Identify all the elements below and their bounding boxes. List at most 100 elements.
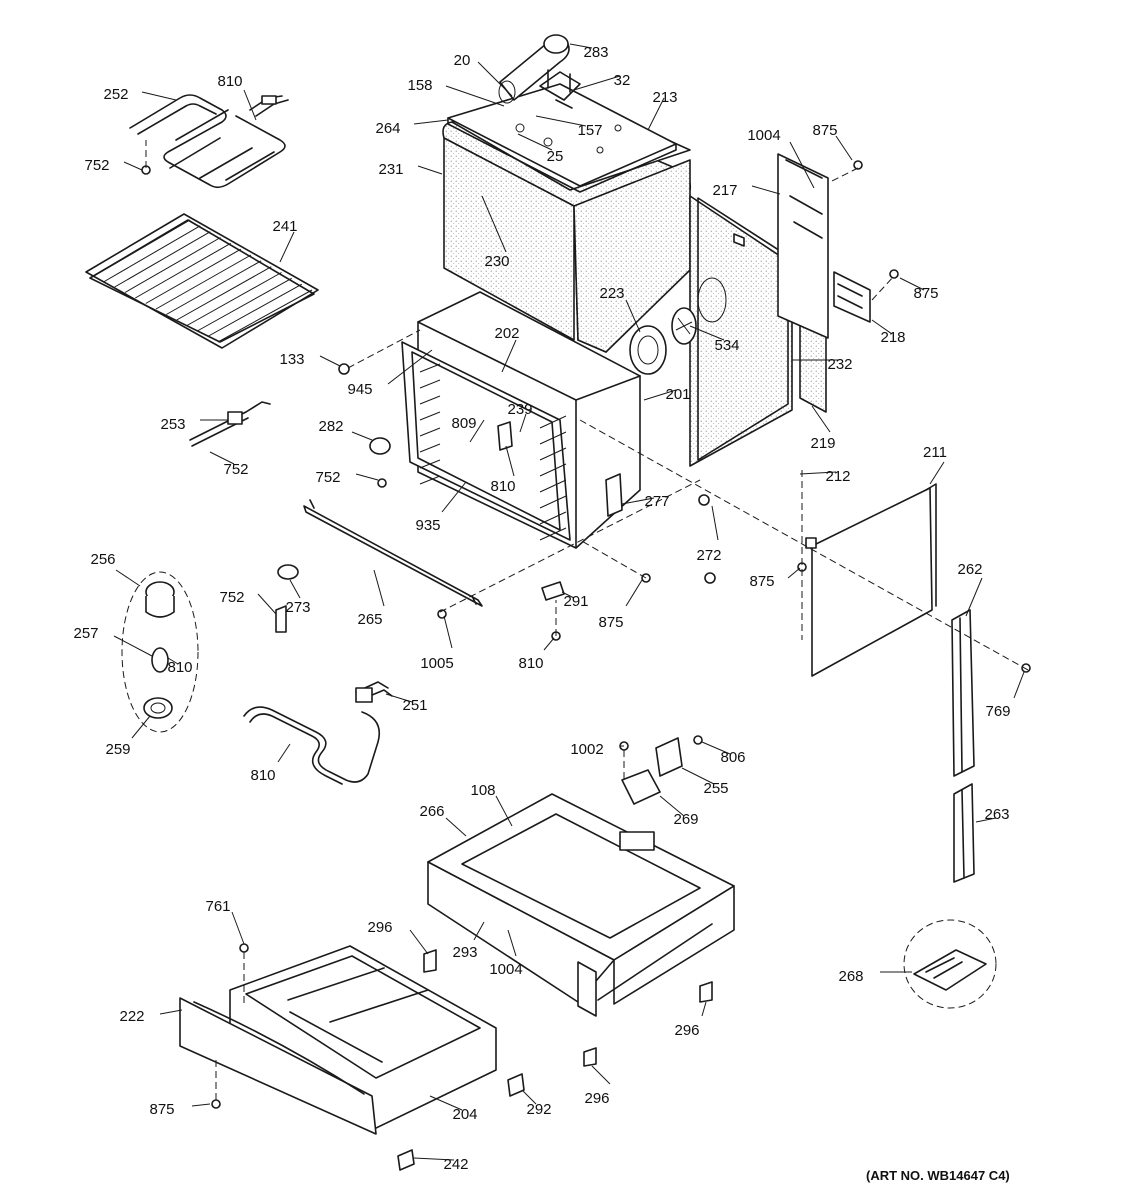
bake-element xyxy=(243,681,393,785)
callout-752: 752 xyxy=(219,589,244,606)
callout-213: 213 xyxy=(652,89,677,106)
callout-273: 273 xyxy=(285,599,310,616)
callout-875: 875 xyxy=(812,122,837,139)
callout-242: 242 xyxy=(443,1156,468,1173)
side-panel xyxy=(805,483,937,677)
callout-769: 769 xyxy=(985,703,1010,720)
callout-752: 752 xyxy=(223,461,248,478)
callout-232: 232 xyxy=(827,356,852,373)
callout-133: 133 xyxy=(279,351,304,368)
callout-211: 211 xyxy=(923,444,947,461)
convection-fan xyxy=(629,307,697,375)
callout-239: 239 xyxy=(507,401,532,418)
bracket-255-269 xyxy=(621,737,683,805)
callout-810: 810 xyxy=(518,655,543,672)
callout-809: 809 xyxy=(451,415,476,432)
callout-283: 283 xyxy=(583,44,608,61)
callout-810: 810 xyxy=(250,767,275,784)
vent-duct xyxy=(498,34,570,104)
callout-241: 241 xyxy=(272,218,297,235)
callout-257: 257 xyxy=(73,625,98,642)
callout-945: 945 xyxy=(347,381,372,398)
callout-230: 230 xyxy=(484,253,509,270)
side-trim-lower xyxy=(953,783,975,883)
callout-212: 212 xyxy=(825,468,850,485)
callout-752: 752 xyxy=(315,469,340,486)
callout-291: 291 xyxy=(563,593,588,610)
callout-259: 259 xyxy=(105,741,130,758)
callout-875: 875 xyxy=(749,573,774,590)
callout-292: 292 xyxy=(526,1101,551,1118)
clip-detail xyxy=(903,919,997,1009)
callout-231: 231 xyxy=(378,161,403,178)
warming-drawer xyxy=(179,945,497,1135)
callout-761: 761 xyxy=(205,898,230,915)
callout-277: 277 xyxy=(644,493,669,510)
callout-222: 222 xyxy=(119,1008,144,1025)
callout-875: 875 xyxy=(913,285,938,302)
side-trim-upper xyxy=(951,609,975,777)
callout-32: 32 xyxy=(614,72,631,89)
callout-218: 218 xyxy=(880,329,905,346)
callout-296: 296 xyxy=(584,1090,609,1107)
callout-266: 266 xyxy=(419,803,444,820)
callout-293: 293 xyxy=(452,944,477,961)
broil-element xyxy=(129,94,289,189)
callout-269: 269 xyxy=(673,811,698,828)
callout-1005: 1005 xyxy=(420,655,453,672)
callout-1004: 1004 xyxy=(747,127,780,144)
callout-534: 534 xyxy=(714,337,739,354)
callout-806: 806 xyxy=(720,749,745,766)
drawer-clips xyxy=(397,581,565,1171)
alignment-lines xyxy=(145,140,1029,1100)
callout-252: 252 xyxy=(103,86,128,103)
callout-25: 25 xyxy=(547,148,564,165)
callout-251: 251 xyxy=(402,697,427,714)
callout-282: 282 xyxy=(318,418,343,435)
callout-157: 157 xyxy=(577,122,602,139)
top-panel xyxy=(447,83,677,193)
callout-217: 217 xyxy=(712,182,737,199)
rear-panel xyxy=(689,195,793,467)
callout-263: 263 xyxy=(984,806,1009,823)
callout-810: 810 xyxy=(167,659,192,676)
callout-201: 201 xyxy=(665,386,690,403)
callout-935: 935 xyxy=(415,517,440,534)
callout-810: 810 xyxy=(490,478,515,495)
oven-rack xyxy=(85,213,319,349)
callout-262: 262 xyxy=(957,561,982,578)
callout-875: 875 xyxy=(598,614,623,631)
art-number: (ART NO. WB14647 C4) xyxy=(866,1168,1010,1183)
callout-20: 20 xyxy=(454,52,471,69)
callout-752: 752 xyxy=(84,157,109,174)
callout-223: 223 xyxy=(599,285,624,302)
callout-810: 810 xyxy=(217,73,242,90)
callout-256: 256 xyxy=(90,551,115,568)
oven-sensor xyxy=(189,401,271,447)
fasteners xyxy=(141,160,1031,1109)
fan-motor xyxy=(539,69,581,109)
callout-158: 158 xyxy=(407,77,432,94)
leader-lines xyxy=(113,43,1025,1161)
callout-204: 204 xyxy=(452,1106,477,1123)
rear-bracket xyxy=(833,271,871,323)
support-bar xyxy=(303,499,483,607)
callout-268: 268 xyxy=(838,968,863,985)
callout-296: 296 xyxy=(674,1022,699,1039)
callout-255: 255 xyxy=(703,780,728,797)
callout-219: 219 xyxy=(810,435,835,452)
callout-265: 265 xyxy=(357,611,382,628)
callout-253: 253 xyxy=(160,416,185,433)
callout-272: 272 xyxy=(696,547,721,564)
light-assembly xyxy=(121,571,199,733)
callout-1004: 1004 xyxy=(489,961,522,978)
callout-875: 875 xyxy=(149,1101,174,1118)
drawer-chassis xyxy=(427,793,735,1017)
callout-108: 108 xyxy=(470,782,495,799)
callout-264: 264 xyxy=(375,120,400,137)
callout-202: 202 xyxy=(494,325,519,342)
callout-1002: 1002 xyxy=(570,741,603,758)
callout-labels: 283 20 32 158 213 157 264 25 231 252 810 752 241 230 1… xyxy=(73,44,1010,1173)
oven-cavity xyxy=(401,291,641,549)
